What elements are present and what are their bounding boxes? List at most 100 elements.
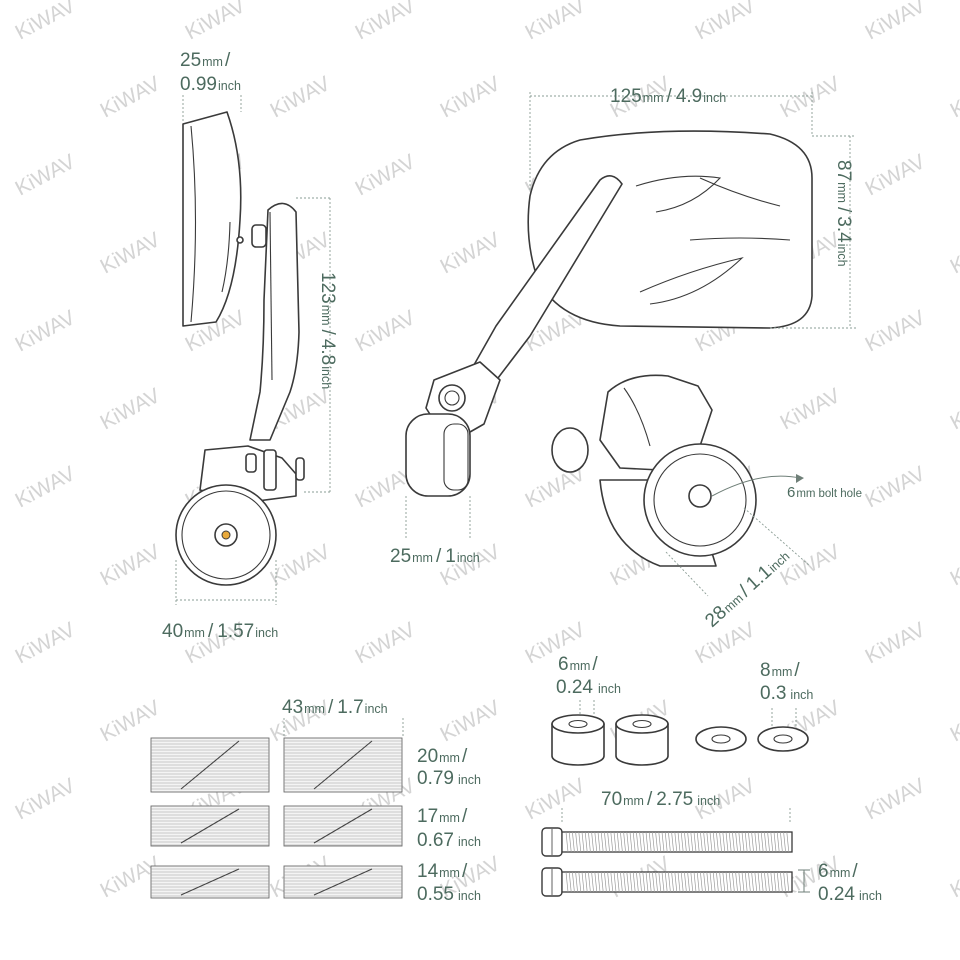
shim-row-2-value: 17 <box>417 806 438 827</box>
washer-value: 8 <box>760 660 771 681</box>
bolt-length-unit-inch: inch <box>697 794 720 808</box>
bolt-length-unit-mm: mm <box>623 794 644 808</box>
svg-text:6mm/: 6mm/ <box>818 861 858 882</box>
front-clamp-sep: / <box>436 546 442 567</box>
shim-width-sep: / <box>328 697 334 718</box>
bolt-hole-value: 6 <box>787 484 795 501</box>
watermark-text: KiWAV <box>862 0 929 44</box>
shim-row-1-unit-mm: mm <box>439 751 460 765</box>
side-clamp-unit-mm: mm <box>184 626 205 640</box>
watermark-text: KiWAV <box>352 306 419 356</box>
front-clamp-value: 25 <box>390 546 411 567</box>
side-clamp-value: 40 <box>162 621 183 642</box>
side-clamp-inch: 1.57 <box>217 621 254 642</box>
watermark-text: KiWAV <box>267 540 334 590</box>
watermark-text: KiWAV <box>947 384 960 434</box>
shim-block <box>150 865 270 899</box>
watermark-text: KiWAV <box>862 150 929 200</box>
mirror-side-view <box>175 111 305 586</box>
shim-row-1-value: 20 <box>417 746 438 767</box>
shim-row-2-sep: / <box>462 806 468 827</box>
shim-row-1-inch: 0.79 <box>417 768 454 789</box>
watermark-text: KiWAV <box>97 72 164 122</box>
svg-text:87mm/3.4inch: 87mm/3.4inch <box>833 160 854 267</box>
front-clamp-inch: 1 <box>445 546 456 567</box>
side-height-unit-mm: mm <box>319 305 333 326</box>
watermark-text: KiWAV <box>12 306 79 356</box>
shim-row-3-unit-inch: inch <box>458 889 481 903</box>
watermark-text: KiWAV <box>777 384 844 434</box>
svg-text:40mm/1.57inch: 40mm/1.57inch <box>162 621 278 642</box>
shim-block <box>150 805 270 847</box>
bolt <box>541 827 793 857</box>
mirror-side-head <box>182 111 242 327</box>
watermark-text: KiWAV <box>12 618 79 668</box>
bolt-length-value: 70 <box>601 789 622 810</box>
watermark-text: KiWAV <box>97 540 164 590</box>
watermark-text: KiWAV <box>12 150 79 200</box>
watermark-text: KiWAV <box>352 618 419 668</box>
side-clamp-unit-inch: inch <box>255 626 278 640</box>
shim-row-2-unit-mm: mm <box>439 811 460 825</box>
front-height-unit-inch: inch <box>835 244 849 267</box>
side-width-inch: 0.99 <box>180 74 217 95</box>
side-height-value: 123 <box>317 272 338 304</box>
watermark-text: KiWAV <box>12 774 79 824</box>
shim-width-value: 43 <box>282 697 303 718</box>
bolt-hole-unit: mm <box>796 488 815 500</box>
watermark-text: KiWAV <box>12 0 79 44</box>
side-height-sep: / <box>317 330 338 336</box>
watermark-text: KiWAV <box>182 0 249 44</box>
svg-text:0.99inch: 0.99inch <box>180 74 241 95</box>
washer-unit-inch: inch <box>790 688 813 702</box>
shim-block <box>283 805 403 847</box>
clamp-detail-bolt-hole <box>688 484 712 508</box>
bolt-length-inch: 2.75 <box>656 789 693 810</box>
bolt-dia-sep: / <box>852 861 858 882</box>
front-height-unit-mm: mm <box>835 182 849 203</box>
shim-row-3-sep: / <box>462 861 468 882</box>
bolt-dia-inch: 0.24 <box>818 884 855 905</box>
svg-text:14mm/: 14mm/ <box>417 861 468 882</box>
watermark-text: KiWAV <box>777 540 844 590</box>
shim-row-1-unit-inch: inch <box>458 773 481 787</box>
bolt-dia-value: 6 <box>818 861 829 882</box>
svg-text:6mm/: 6mm/ <box>558 654 598 675</box>
side-width-unit-inch: inch <box>218 79 241 93</box>
watermark-text: KiWAV <box>97 384 164 434</box>
watermark-text: KiWAV <box>522 0 589 44</box>
front-clamp-unit-mm: mm <box>412 551 433 565</box>
bolts <box>541 827 793 897</box>
washer-unit-mm: mm <box>772 665 793 679</box>
side-width-sep: / <box>225 50 231 71</box>
front-height-value: 87 <box>833 160 854 181</box>
svg-text:17mm/: 17mm/ <box>417 806 468 827</box>
spacer-value: 6 <box>558 654 569 675</box>
side-height-unit-inch: inch <box>319 366 333 389</box>
shim-row-2-unit-inch: inch <box>458 835 481 849</box>
washer-inch: 0.3 <box>760 683 786 704</box>
shim-row-3-value: 14 <box>417 861 439 882</box>
watermark-text: KiWAV <box>352 0 419 44</box>
watermark-text: KiWAV <box>947 72 960 122</box>
watermark-text: KiWAV <box>947 540 960 590</box>
washers <box>695 726 809 752</box>
mirror-side-arm <box>249 202 300 441</box>
front-width-inch: 4.9 <box>676 86 702 107</box>
bolt-length-sep: / <box>647 789 653 810</box>
watermark-text: KiWAV <box>97 228 164 278</box>
shim-blocks <box>150 737 403 899</box>
mirror-front-clamp-ring <box>405 413 471 497</box>
watermark-text: KiWAV <box>267 72 334 122</box>
shim-row-3-unit-mm: mm <box>439 866 460 880</box>
shim-row-2-inch: 0.67 <box>417 830 454 851</box>
watermark-text: KiWAV <box>947 696 960 746</box>
